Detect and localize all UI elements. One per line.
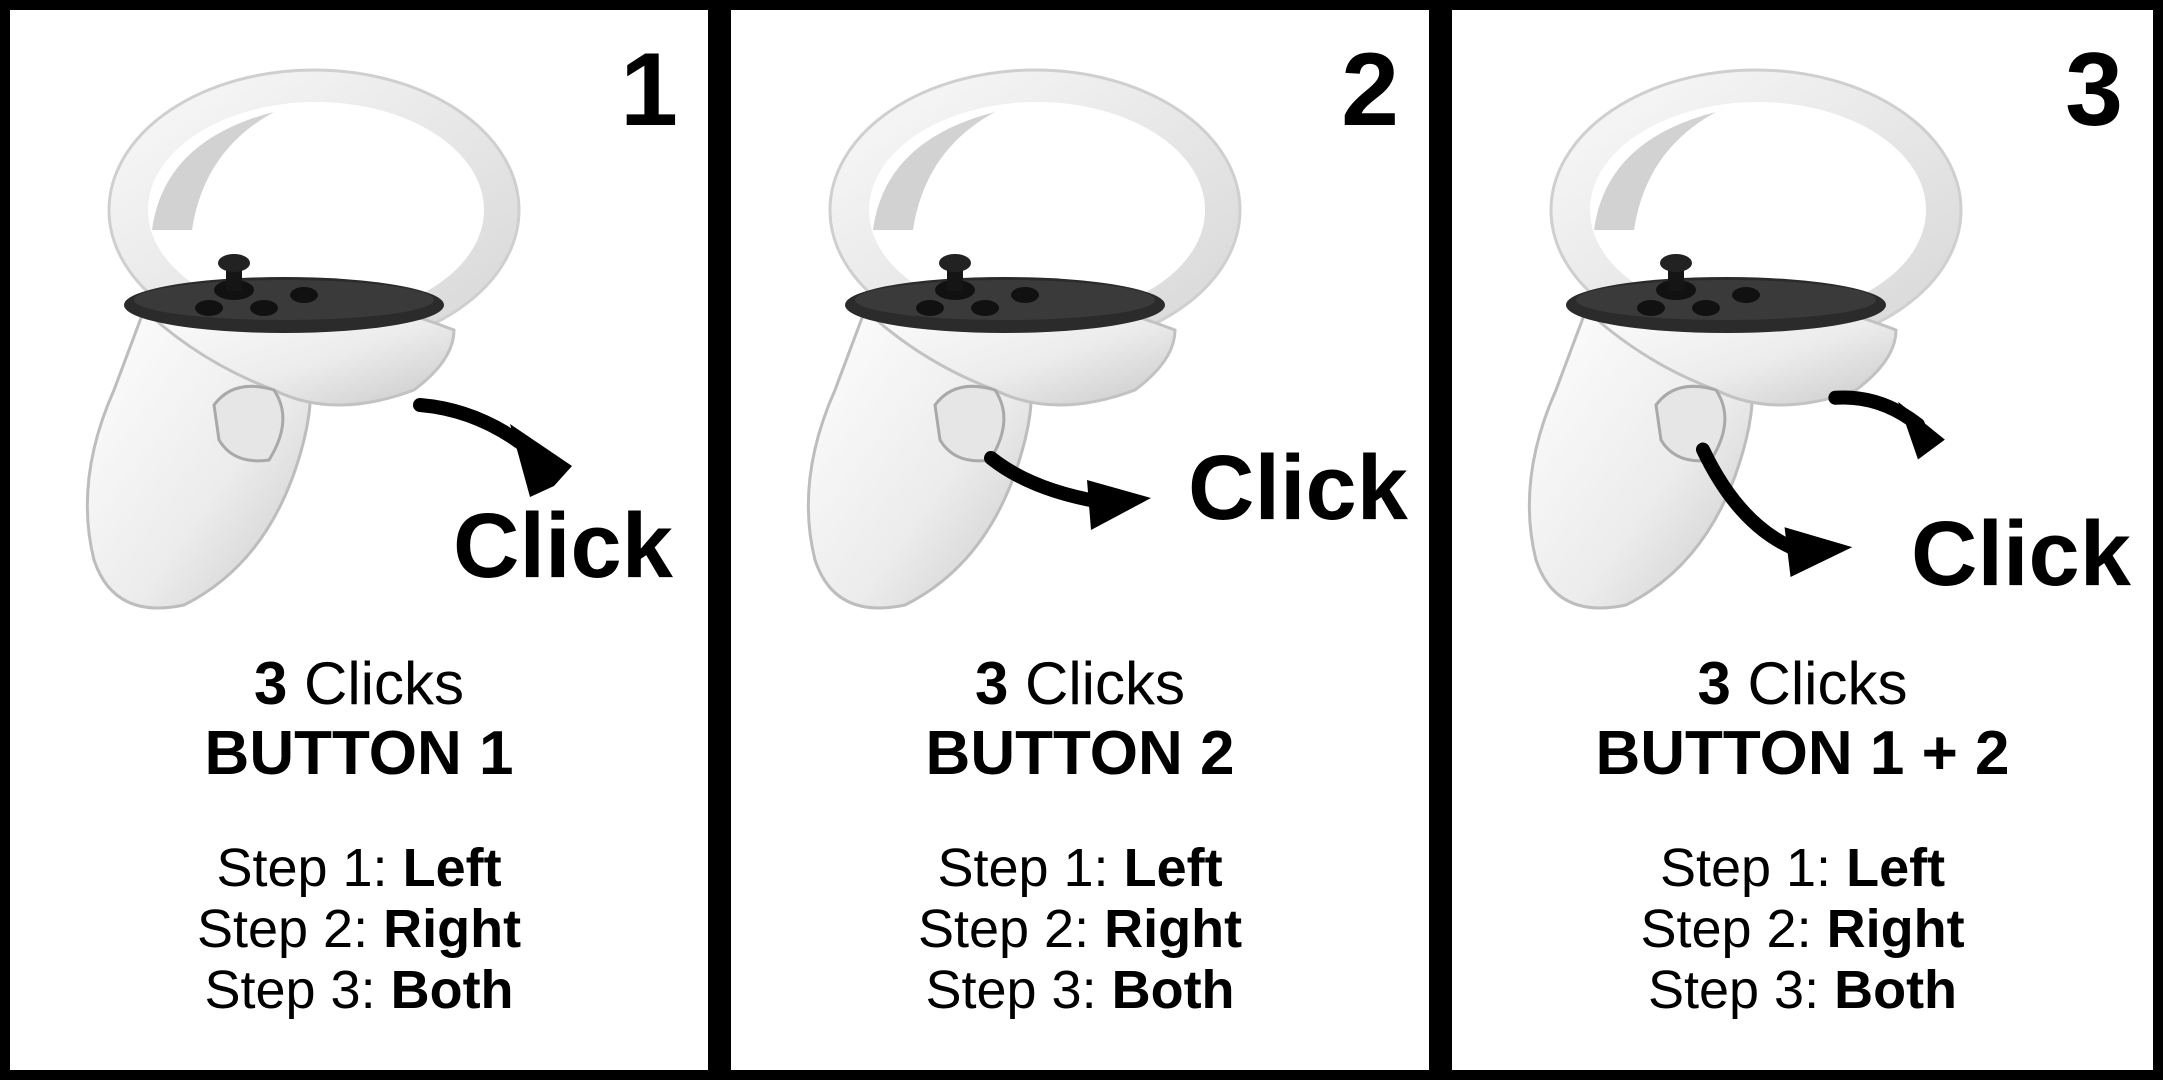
curved-arrow-icon (413, 398, 572, 497)
step-prefix: Step 1: (216, 838, 403, 898)
button-name: BUTTON 2 (925, 719, 1235, 788)
clicks-word: Clicks (304, 650, 465, 717)
step-item: Step 1: Left (731, 838, 1429, 899)
panel-number: 2 (1341, 32, 1399, 148)
step-value: Right (383, 899, 522, 959)
step-value: Left (1846, 838, 1946, 898)
panel-number: 1 (620, 32, 678, 148)
caption: 3 Clicks BUTTON 1 Step 1: Left Step 2: R… (10, 650, 708, 1021)
click-label: Click (453, 495, 673, 597)
step-item: Step 3: Both (731, 960, 1429, 1021)
step-value: Both (390, 960, 514, 1020)
step-prefix: Step 3: (204, 960, 391, 1020)
step-value: Both (1834, 960, 1958, 1020)
step-item: Step 3: Both (1452, 960, 2153, 1021)
step-item: Step 1: Left (1452, 838, 2153, 899)
step-value: Right (1104, 899, 1243, 959)
curved-arrow-icon (984, 451, 1151, 530)
click-label: Click (1188, 437, 1408, 539)
clicks-count: 3 Clicks (731, 650, 1429, 718)
clicks-count: 3 Clicks (10, 650, 708, 718)
clicks-word: Clicks (1025, 650, 1186, 717)
panel-3: 3 Click 3 Clicks BUTTON 1 + 2 Step 1: Le… (1452, 10, 2153, 1070)
clicks-number: 3 (253, 650, 288, 717)
clicks-count: 3 Clicks (1452, 650, 2153, 718)
step-item: Step 2: Right (10, 899, 708, 960)
step-item: Step 1: Left (10, 838, 708, 899)
steps-list: Step 1: Left Step 2: Right Step 3: Both (731, 838, 1429, 1021)
panel-number: 3 (2065, 32, 2123, 148)
steps-list: Step 1: Left Step 2: Right Step 3: Both (10, 838, 708, 1021)
step-item: Step 3: Both (10, 960, 708, 1021)
step-prefix: Step 2: (1640, 899, 1827, 959)
caption: 3 Clicks BUTTON 1 + 2 Step 1: Left Step … (1452, 650, 2153, 1021)
button-name: BUTTON 1 + 2 (1595, 719, 2010, 788)
panel-1: 1 Click 3 Clicks BUTTON 1 Step 1: Left S… (10, 10, 708, 1070)
step-value: Right (1826, 899, 1965, 959)
step-item: Step 2: Right (731, 899, 1429, 960)
step-prefix: Step 2: (196, 899, 384, 959)
curved-arrow-icon (1695, 390, 1945, 577)
step-prefix: Step 3: (925, 960, 1112, 1020)
button-name: BUTTON 1 (204, 719, 514, 788)
clicks-number: 3 (1697, 650, 1731, 717)
step-prefix: Step 1: (937, 838, 1124, 898)
clicks-word: Clicks (1747, 650, 1908, 717)
click-label: Click (1911, 503, 2131, 605)
step-prefix: Step 2: (917, 899, 1105, 959)
step-value: Left (1123, 838, 1223, 898)
caption: 3 Clicks BUTTON 2 Step 1: Left Step 2: R… (731, 650, 1429, 1021)
panel-2: 2 Click 3 Clicks BUTTON 2 Step 1: Left S… (731, 10, 1429, 1070)
step-item: Step 2: Right (1452, 899, 2153, 960)
steps-list: Step 1: Left Step 2: Right Step 3: Both (1452, 838, 2153, 1021)
step-prefix: Step 3: (1647, 960, 1835, 1020)
clicks-number: 3 (974, 650, 1009, 717)
step-prefix: Step 1: (1659, 838, 1847, 898)
step-value: Left (402, 838, 502, 898)
step-value: Both (1111, 960, 1235, 1020)
